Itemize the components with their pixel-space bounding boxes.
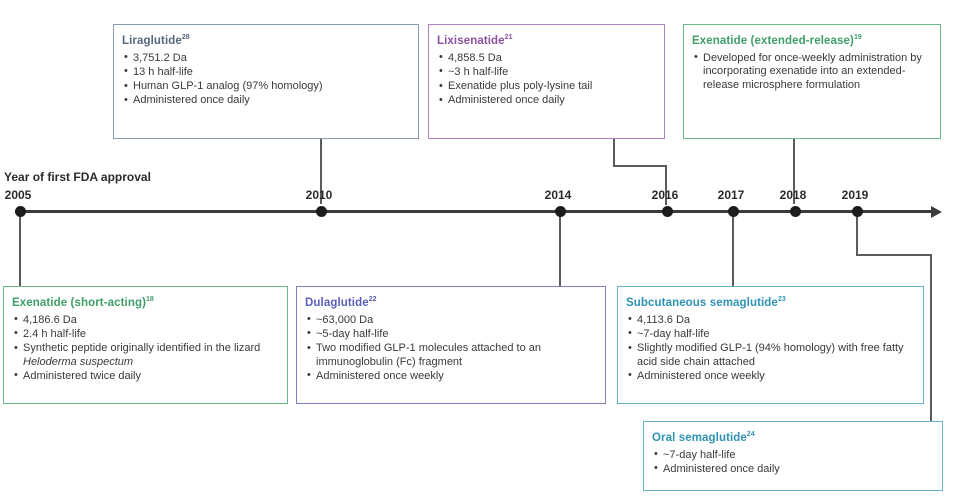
connector-exenatide-extended-release [793,139,795,204]
box-title-lixisenatide: Lixisenatide21 [437,34,513,47]
bullet-item: Two modified GLP-1 molecules attached to… [307,342,598,369]
bullet-item: Synthetic peptide originally identified … [14,342,280,369]
connector-oral-semaglutide-seg1 [856,213,858,256]
box-title-exenatide-extended-release: Exenatide (extended-release)19 [692,34,862,47]
connector-oral-semaglutide-seg3 [930,254,932,421]
bullet-item: 4,186.6 Da [14,313,280,328]
timeline-tick-label-2018: 2018 [779,188,807,202]
box-bullets-dulaglutide: ~63,000 Da~5-day half-lifeTwo modified G… [297,313,605,389]
connector-lixisenatide-seg3 [665,165,667,205]
bullet-item: 2.4 h half-life [14,327,280,342]
bullet-item: 4,113.6 Da [628,313,916,328]
timeline-tick-dot-2010 [315,206,327,217]
info-box-dulaglutide: Dulaglutide22 ~63,000 Da~5-day half-life… [296,286,606,404]
connector-dulaglutide [559,213,561,288]
box-title-liraglutide: Liraglutide28 [122,34,190,47]
timeline-tick-dot-2016 [661,206,673,217]
timeline-tick-dot-2005 [14,206,26,217]
bullet-item: Administered twice daily [14,369,280,384]
box-bullets-oral-semaglutide: ~7-day half-lifeAdministered once daily [644,448,942,482]
box-bullets-subcutaneous-semaglutide: 4,113.6 Da~7-day half-lifeSlightly modif… [618,313,923,389]
info-box-exenatide-extended-release: Exenatide (extended-release)19 Developed… [683,24,941,139]
bullet-item: Administered once weekly [307,369,598,384]
box-title-exenatide-short-acting: Exenatide (short-acting)18 [12,296,154,309]
timeline-tick-label-2017: 2017 [717,188,745,202]
timeline-tick-dot-2017 [727,206,739,217]
timeline-tick-label-2016: 2016 [651,188,679,202]
bullet-item: Administered once weekly [628,369,916,384]
bullet-item: ~63,000 Da [307,313,598,328]
axis-caption: Year of first FDA approval [4,170,151,184]
connector-lixisenatide-seg2 [613,165,667,167]
bullet-item: Administered once daily [439,94,657,108]
connector-exenatide-short-acting [19,213,21,303]
bullet-item: 3,751.2 Da [124,51,411,66]
timeline-tick-label-2019: 2019 [841,188,869,202]
info-box-lixisenatide: Lixisenatide21 4,858.5 Da~3 h half-lifeE… [428,24,665,139]
info-box-subcutaneous-semaglutide: Subcutaneous semaglutide23 4,113.6 Da~7-… [617,286,924,404]
box-bullets-exenatide-short-acting: 4,186.6 Da2.4 h half-lifeSynthetic pepti… [4,313,287,389]
timeline-arrow-icon [931,205,942,218]
bullet-item: Administered once daily [124,94,411,108]
bullet-item: ~3 h half-life [439,65,657,80]
bullet-item: Administered once daily [654,462,935,477]
bullet-item: ~7-day half-life [654,448,935,463]
connector-oral-semaglutide-seg2 [856,254,932,256]
bullet-item: Developed for once-weekly administration… [694,51,933,93]
timeline-tick-label-2010: 2010 [305,188,333,202]
info-box-liraglutide: Liraglutide28 3,751.2 Da13 h half-lifeHu… [113,24,419,139]
bullet-item: ~7-day half-life [628,327,916,342]
box-bullets-exenatide-extended-release: Developed for once-weekly administration… [684,51,940,98]
connector-liraglutide [320,139,322,204]
timeline-tick-label-2014: 2014 [544,188,572,202]
bullet-item: Slightly modified GLP-1 (94% homology) w… [628,342,916,369]
timeline-tick-dot-2019 [851,206,863,217]
info-box-oral-semaglutide: Oral semaglutide24 ~7-day half-lifeAdmin… [643,421,943,491]
box-bullets-lixisenatide: 4,858.5 Da~3 h half-lifeExenatide plus p… [429,51,664,113]
bullet-item: Human GLP-1 analog (97% homology) [124,80,411,94]
box-title-oral-semaglutide: Oral semaglutide24 [652,431,755,444]
bullet-item: Exenatide plus poly-lysine tail [439,80,657,94]
timeline-tick-dot-2018 [789,206,801,217]
timeline-tick-label-2005: 2005 [4,188,32,202]
box-title-dulaglutide: Dulaglutide22 [305,296,377,309]
box-title-subcutaneous-semaglutide: Subcutaneous semaglutide23 [626,296,786,309]
info-box-exenatide-short-acting: Exenatide (short-acting)18 4,186.6 Da2.4… [3,286,288,404]
connector-lixisenatide-seg1 [613,139,615,167]
timeline-axis-line [15,210,933,213]
bullet-item: 13 h half-life [124,65,411,80]
bullet-item: ~5-day half-life [307,327,598,342]
connector-sc-semaglutide [732,213,734,288]
box-bullets-liraglutide: 3,751.2 Da13 h half-lifeHuman GLP-1 anal… [114,51,418,113]
bullet-item: 4,858.5 Da [439,51,657,66]
timeline-tick-dot-2014 [554,206,566,217]
